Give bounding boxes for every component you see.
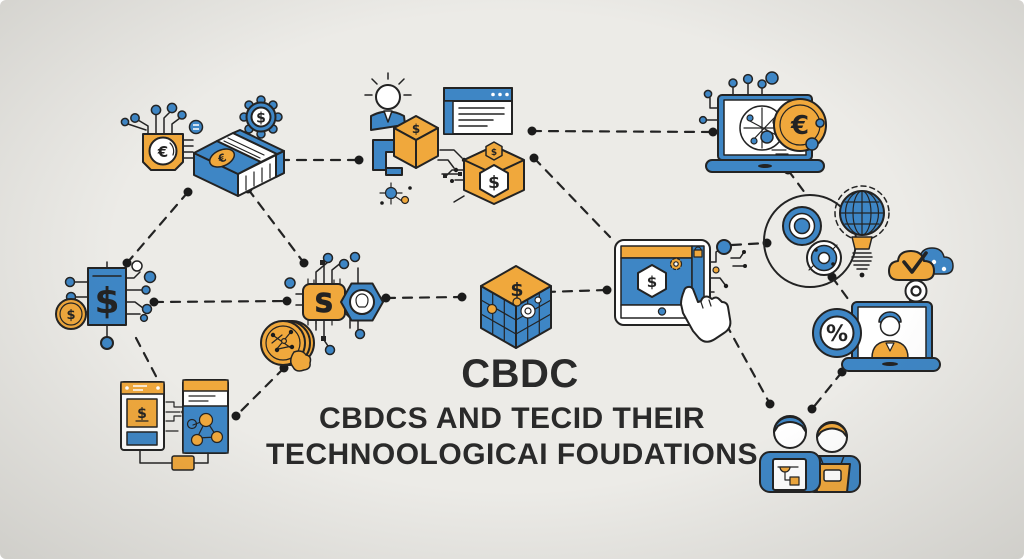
network-app-phone-icon [139, 379, 229, 471]
circuit-traces [437, 149, 467, 176]
subtitle-line-1: CBDCS AND TECID THEIR [318, 402, 706, 435]
dollar-symbol: $ [412, 122, 420, 136]
dollar-symbol: $ [137, 406, 147, 422]
gear-dollar-coin-icon: $ [239, 95, 283, 139]
dollar-hexagon-box-icon: $ $ [443, 141, 525, 205]
pointer-hand-icon [680, 285, 732, 343]
video-call-laptop-icon: % [812, 301, 941, 372]
wallet-app-phone-icon: $ [120, 381, 190, 451]
dollar-cube-icon: $ [480, 265, 552, 349]
circuit-sketch [379, 182, 412, 205]
percent-symbol: % [826, 322, 848, 347]
payment-tablet-icon: $ [614, 239, 747, 343]
thumb-blob [290, 350, 312, 372]
two-users-icon [759, 415, 861, 493]
gears-circle-icon [763, 194, 857, 288]
euro-laptop-icon: € [698, 71, 827, 173]
euro-symbol: € [790, 111, 809, 141]
dollar-symbol: $ [256, 111, 266, 127]
dollar-symbol: $ [510, 279, 523, 301]
phone-link-wire [139, 449, 209, 464]
percent-badge-icon: % [812, 308, 862, 358]
page-title: CBDC [461, 352, 579, 396]
banknote-stack-icon: € [193, 129, 285, 197]
user-left [759, 415, 821, 493]
dollar-symbol: $ [94, 281, 119, 322]
network-coin-stack-icon [260, 320, 315, 372]
subtitle-line-2: TECHNOOLOGICAI FOUDATIONS [266, 438, 758, 471]
globe-balloon-bulb-icon [834, 185, 890, 278]
check-icon [902, 251, 928, 274]
cloud-check-icon [888, 247, 954, 303]
smart-contract-chip-icon: S [284, 251, 384, 356]
browser-window-icon [443, 87, 513, 135]
dollar-symbol: $ [66, 308, 75, 323]
dollar-symbol: $ [491, 148, 497, 158]
letter-s-symbol: S [315, 289, 334, 319]
person-with-cube-icon: $ [364, 72, 467, 205]
connector-lines [125, 129, 914, 418]
euro-symbol: € [157, 143, 168, 161]
dollar-symbol: $ [647, 273, 657, 291]
dollar-symbol: $ [488, 173, 500, 193]
digital-euro-badge-icon: € [120, 102, 204, 171]
dollar-chip-icon: $ $ [55, 260, 157, 350]
